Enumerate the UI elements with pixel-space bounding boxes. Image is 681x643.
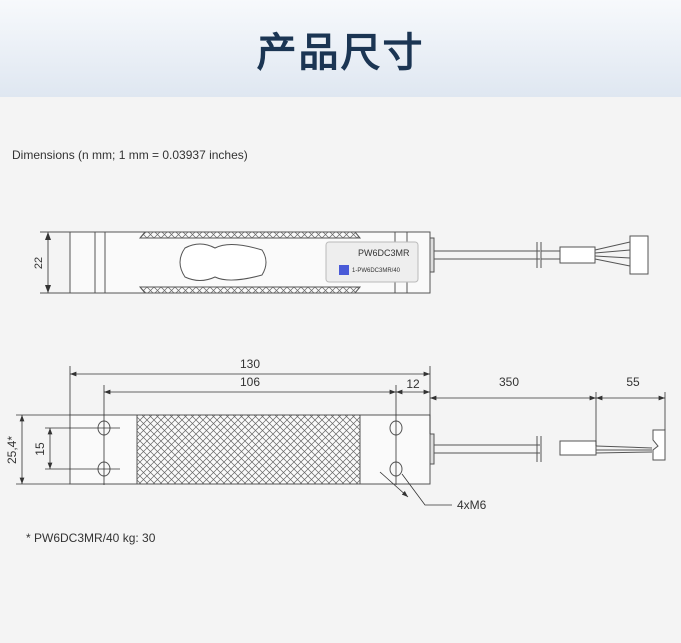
dim-hole-gap: 15	[33, 442, 47, 456]
dim-length: 130	[240, 357, 260, 371]
dim-width: 25,4*	[5, 436, 19, 464]
qr-code-icon	[339, 265, 349, 275]
dim-height-top: 22	[33, 257, 45, 269]
footnote: * PW6DC3MR/40 kg: 30	[26, 531, 156, 545]
units-note: Dimensions (n mm; 1 mm = 0.03937 inches)	[12, 148, 248, 162]
top-view	[40, 231, 649, 294]
side-view	[16, 366, 666, 506]
dim-cable: 350	[499, 375, 519, 389]
label-model: PW6DC3MR	[358, 248, 410, 258]
label-part: 1-PW6DC3MR/40	[352, 268, 401, 274]
header-banner: 产品尺寸	[0, 0, 681, 97]
dim-holes: 4xM6	[457, 498, 487, 512]
dim-hole-spacing: 106	[240, 375, 260, 389]
dim-end-offset: 12	[406, 377, 420, 391]
page-title: 产品尺寸	[256, 29, 425, 76]
dim-wire: 55	[626, 375, 640, 389]
